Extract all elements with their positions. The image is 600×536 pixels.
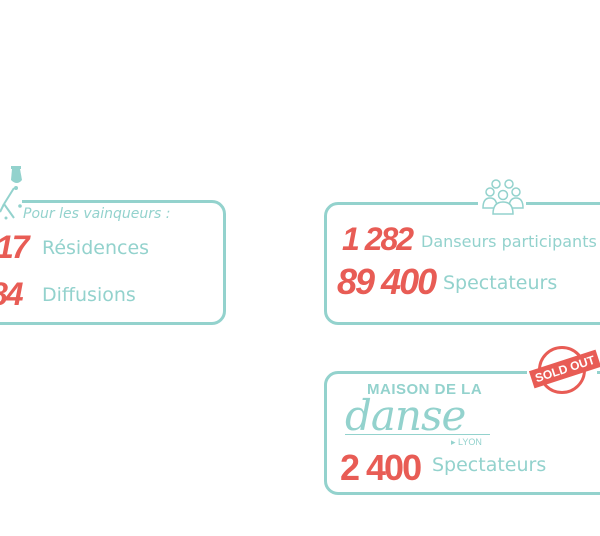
maison-logo: MAISON DE LA danse ▸ LYON: [345, 381, 490, 449]
logo-city: ▸ LYON: [451, 437, 482, 447]
residences-value: 17: [0, 229, 30, 265]
logo-line1: MAISON DE LA: [367, 381, 483, 398]
spectators-label: Spectateurs: [443, 272, 558, 294]
logo-line2: danse: [345, 391, 466, 440]
dancers-label: Danseurs participants: [421, 232, 597, 251]
winners-heading: Pour les vainqueurs :: [23, 206, 171, 222]
logo-city-text: LYON: [458, 437, 482, 447]
sold-out-stamp: SOLD OUT: [528, 346, 600, 398]
diffusions-label: Diffusions: [42, 284, 136, 306]
residences-label: Résidences: [42, 237, 150, 259]
diffusions-value: 84: [0, 276, 24, 312]
people-group-icon: [482, 179, 524, 215]
spectators-value: 89 400: [337, 261, 437, 302]
winners-card: [0, 200, 226, 325]
participants-card: [324, 202, 600, 325]
maison-spectators-label: Spectateurs: [432, 454, 547, 476]
spotlight-icon: [0, 166, 22, 220]
maison-spectators-value: 2 400: [340, 447, 422, 488]
dancers-value: 1 282: [342, 221, 414, 257]
